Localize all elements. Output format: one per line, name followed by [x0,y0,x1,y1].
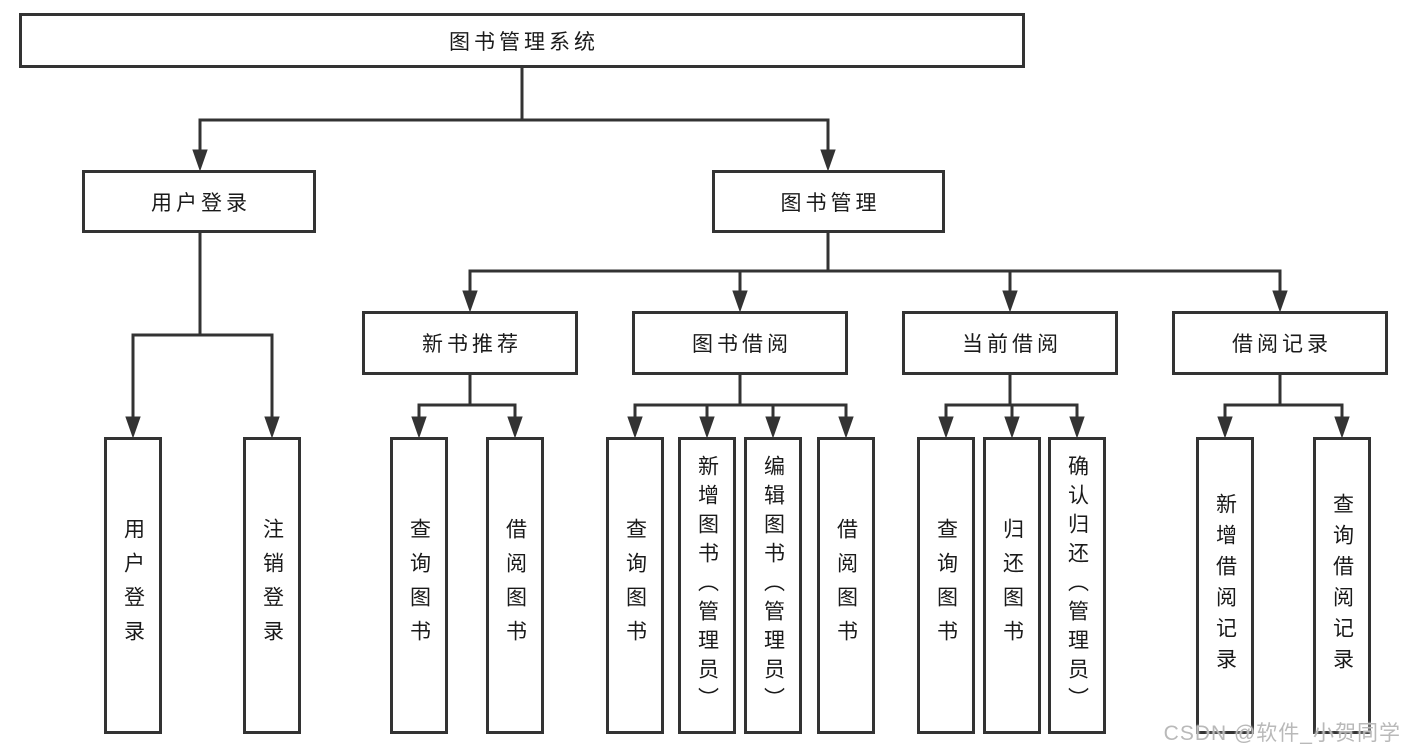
connector-new-book-recommend-children [411,374,523,439]
node-label: 查询图书 [623,517,647,654]
leaf-logout: 注销登录 [243,437,301,734]
node-new-book-recommend: 新书推荐 [362,311,578,375]
node-label: 归还图书 [1000,517,1024,654]
leaf-query-books-borrow: 查询图书 [606,437,664,734]
node-label: 用户登录 [121,517,145,654]
node-label: 借阅图书 [503,517,527,654]
node-label: 新书推荐 [422,333,522,356]
arrowhead [627,416,643,439]
node-label: 用户登录 [151,191,251,215]
leaf-add-borrow-record: 新增借阅记录 [1196,437,1254,734]
node-label: 图书管理系统 [449,30,599,54]
arrowhead [938,416,954,439]
node-borrow-records: 借阅记录 [1172,311,1388,375]
leaf-query-books-newrec: 查询图书 [390,437,448,734]
arrowhead [1002,290,1018,313]
node-label: 查询图书 [407,517,431,654]
leaf-query-borrow-record: 查询借阅记录 [1313,437,1371,734]
node-label: 编辑图书（管理员） [761,455,785,716]
node-label: 新增借阅记录 [1213,492,1237,679]
node-label: 查询借阅记录 [1330,492,1354,679]
leaf-return-books: 归还图书 [983,437,1041,734]
leaf-edit-book-admin: 编辑图书（管理员） [744,437,802,734]
node-label: 确认归还（管理员） [1065,455,1089,716]
node-label: 查询图书 [934,517,958,654]
arrowhead [411,416,427,439]
leaf-confirm-return-admin: 确认归还（管理员） [1048,437,1106,734]
leaf-borrow-books-borrow: 借阅图书 [817,437,875,734]
arrowhead [192,149,208,172]
node-user-login: 用户登录 [82,170,316,233]
arrowhead [125,416,141,439]
arrowhead [820,149,836,172]
leaf-borrow-books-newrec: 借阅图书 [486,437,544,734]
node-label: 新增图书（管理员） [695,455,719,716]
arrowhead [732,290,748,313]
connector-current-borrow-children [938,374,1085,439]
arrowhead [765,416,781,439]
node-book-management: 图书管理 [712,170,945,233]
connector-book-borrow-children [627,374,854,439]
node-label: 注销登录 [260,517,284,654]
node-label: 借阅图书 [834,517,858,654]
arrowhead [838,416,854,439]
leaf-query-books-current: 查询图书 [917,437,975,734]
arrowhead [1069,416,1085,439]
connector-book-mgmt-children [462,233,1288,313]
node-label: 当前借阅 [962,333,1062,356]
csdn-watermark: CSDN @软件_小贺同学 [1163,722,1401,745]
node-label: 借阅记录 [1232,333,1332,356]
connector-user-login-children [125,233,280,439]
node-book-borrow: 图书借阅 [632,311,848,375]
node-label: 图书管理 [780,191,881,215]
arrowhead [1334,416,1350,439]
node-current-borrow: 当前借阅 [902,311,1118,375]
arrowhead [699,416,715,439]
connector-root-to-level2 [192,68,836,172]
arrowhead [1217,416,1233,439]
node-label: 图书借阅 [692,333,792,356]
leaf-add-book-admin: 新增图书（管理员） [678,437,736,734]
arrowhead [462,290,478,313]
connector-borrow-records-children [1217,374,1350,439]
arrowhead [507,416,523,439]
arrowhead [264,416,280,439]
node-root: 图书管理系统 [19,13,1025,68]
arrowhead [1272,290,1288,313]
arrowhead [1004,416,1020,439]
leaf-user-login: 用户登录 [104,437,162,734]
